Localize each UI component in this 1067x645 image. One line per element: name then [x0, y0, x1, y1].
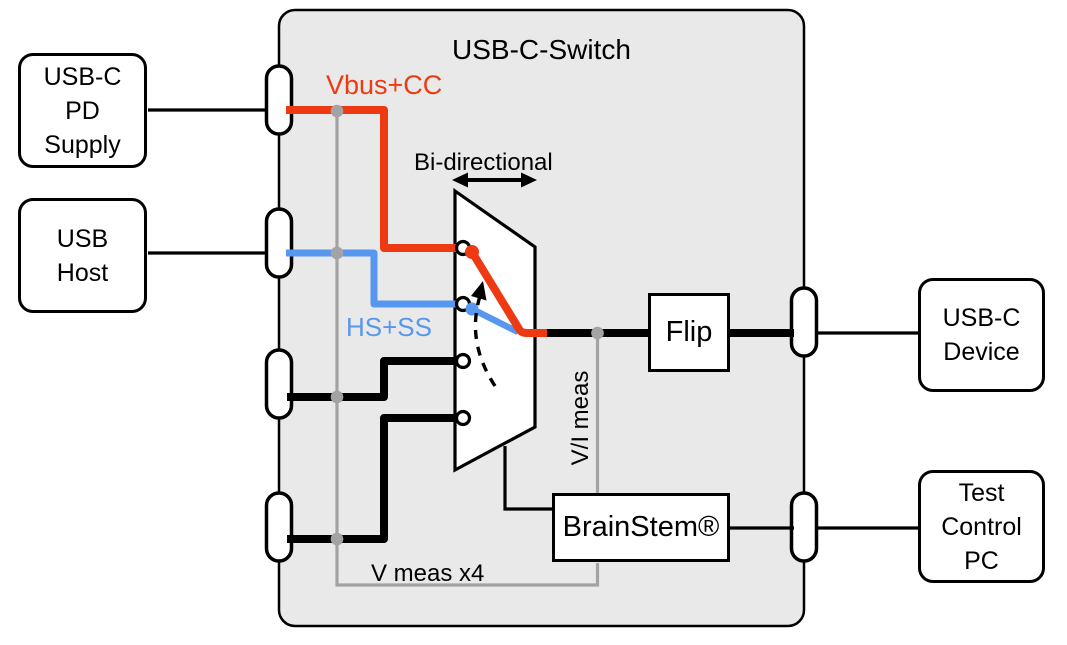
port-device-pill — [789, 286, 819, 358]
box-brainstem: BrainStem® — [552, 493, 730, 562]
box-usbc-pd-supply: USB-C PD Supply — [18, 53, 147, 168]
vbus-contact-dot — [465, 245, 479, 259]
meas-tap-dot-hsss — [330, 246, 344, 260]
wire-switch-brainstem — [503, 446, 553, 511]
vbus-switch-arm — [468, 249, 547, 337]
meas-tap-dot-vbus — [330, 104, 344, 118]
meas-tap-dot-output — [591, 326, 604, 340]
switch-motion-arrowhead — [471, 281, 487, 301]
box-flip: Flip — [648, 293, 730, 372]
hsss-switch-arm — [470, 306, 520, 335]
hsss-contact-dot — [465, 302, 479, 316]
panel-title: USB-C-Switch — [452, 34, 631, 65]
box-usbc-device: USB-C Device — [918, 278, 1045, 392]
terminal-aux1 — [454, 352, 472, 370]
meas-tap-dot-aux2 — [330, 532, 344, 546]
box-usb-host: USB Host — [18, 198, 147, 313]
v-meas-wire — [335, 111, 600, 587]
port-usb-host-pill — [264, 207, 294, 279]
bidirectional-arrowhead-left — [452, 172, 468, 188]
bidirectional-arrowhead-right — [521, 172, 537, 188]
label-vbus-cc: Vbus+CC — [326, 70, 443, 100]
label-bidirectional: Bi-directional — [414, 149, 553, 176]
wire-hs-ss — [286, 249, 456, 308]
box-test-control-pc: Test Control PC — [918, 470, 1045, 583]
label-hs-ss: HS+SS — [346, 312, 432, 342]
label-vi-meas: V/I meas — [567, 370, 594, 466]
meas-tap-dot-aux1 — [330, 390, 344, 404]
port-aux2-pill — [264, 491, 294, 563]
terminal-aux2 — [454, 409, 472, 427]
port-aux1-pill — [264, 348, 294, 420]
port-pd-supply-pill — [264, 64, 294, 136]
label-v-meas-x4: V meas x4 — [371, 560, 485, 587]
port-control-pill — [789, 491, 819, 563]
